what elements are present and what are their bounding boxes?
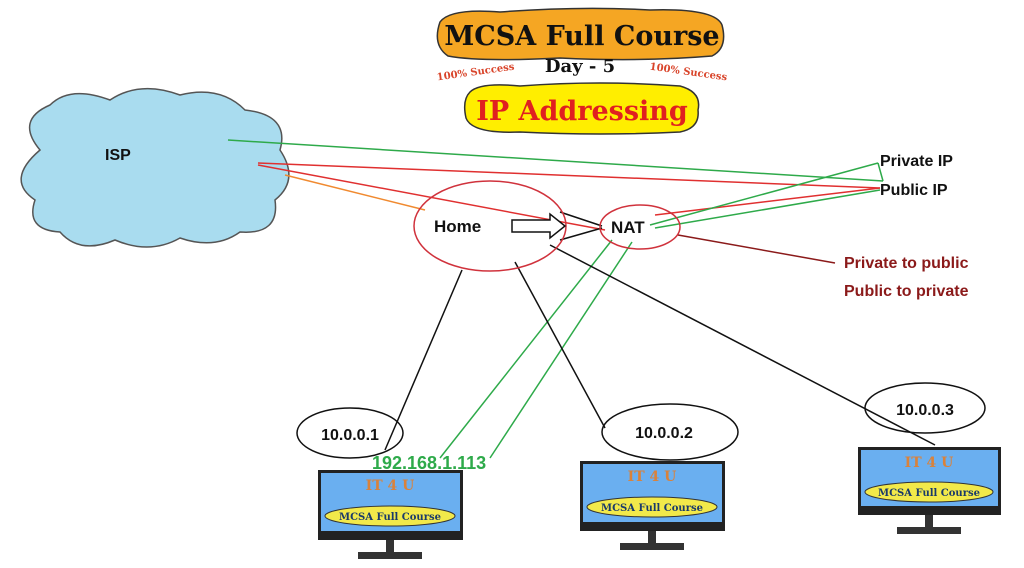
nat-node [599,204,681,250]
success-right: 100% Success [649,62,728,84]
arrow-icon [511,212,567,240]
screen-title: IT 4 U [628,469,677,485]
public-to-private-label: Public to private [844,283,969,300]
public-ip-label: Public IP [880,182,948,199]
isp-cloud [20,87,290,248]
host-3-monitor: IT 4 U MCSA Full Course [858,447,1001,534]
host-2-monitor: IT 4 U MCSA Full Course [580,461,725,550]
success-left: 100% Success [436,62,515,84]
host-1-ip: 10.0.0.1 [321,427,379,444]
private-ip-label: Private IP [880,153,953,170]
host-1-ip-oval [296,407,404,459]
host-2-ip: 10.0.0.2 [635,425,693,442]
host-2-ip-oval [601,403,739,461]
day-label: Day - 5 [545,56,615,77]
course-title: MCSA Full Course [444,21,719,52]
host-1-monitor: IT 4 U MCSA Full Course [318,470,463,559]
connection-lines [227,139,936,459]
screen-subtitle: MCSA Full Course [339,512,441,523]
screen-subtitle: MCSA Full Course [601,503,703,514]
course-banner: MCSA Full Course Day - 5 100% Success 10… [436,7,728,135]
host-3-ip-oval [864,382,986,434]
home-label: Home [434,217,481,236]
screen-subtitle: MCSA Full Course [878,488,980,499]
private-to-public-label: Private to public [844,255,969,272]
isp-label: ISP [105,147,131,164]
topic-title: IP Addressing [476,96,688,127]
nat-label: NAT [611,218,645,237]
screen-title: IT 4 U [366,478,415,494]
screen-title: IT 4 U [905,455,954,471]
host-3-ip: 10.0.0.3 [896,402,954,419]
public-address-label: 192.168.1.113 [372,453,486,473]
